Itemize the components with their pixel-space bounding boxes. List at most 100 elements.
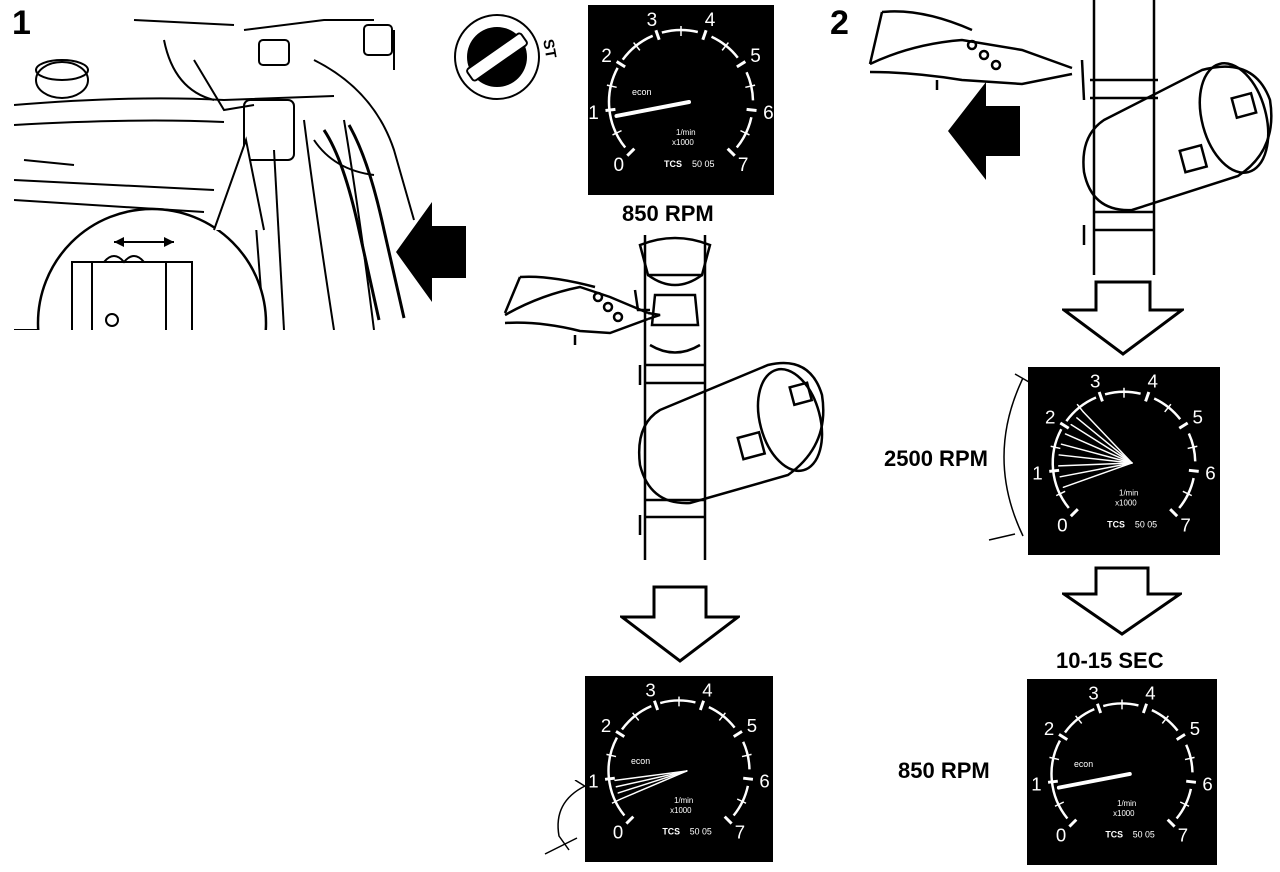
tachometer-tick <box>736 798 747 804</box>
tachometer-econ-label: econ <box>1074 759 1093 769</box>
tachometer-needle <box>614 100 691 118</box>
tachometer-scale-arc <box>607 67 627 149</box>
tachometer-needle <box>1058 454 1133 464</box>
tachometer-tick <box>721 42 729 51</box>
tachometer-scale-label: 1 <box>588 103 599 124</box>
tachometer-tick <box>698 700 705 711</box>
tachometer-scale-arc <box>1104 390 1141 396</box>
ignition-key-label: ST <box>539 37 560 60</box>
tachometer-tick <box>604 776 615 781</box>
tachometer-tick <box>701 29 708 41</box>
gauge-d-rpm-caption: 850 RPM <box>898 758 990 783</box>
tachometer-scale-arc <box>661 28 699 34</box>
tachometer-scale-label: 4 <box>1148 371 1158 392</box>
tachometer-tick <box>653 700 660 711</box>
tachometer-scale-arc <box>659 699 696 705</box>
tachometer-brand-label: TCS <box>662 827 680 837</box>
tachometer-scale-label: 4 <box>705 10 716 31</box>
tachometer-tick <box>1187 445 1198 450</box>
tachometer-scale-label: 6 <box>1202 773 1212 794</box>
tachometer-needle <box>1070 423 1133 464</box>
fluctuation-bracket-b <box>535 780 595 860</box>
tachometer-tick <box>1164 403 1172 413</box>
tachometer-econ-label: econ <box>631 756 650 766</box>
tachometer-tick <box>741 753 752 758</box>
tachometer-tick <box>625 815 635 825</box>
tachometer-unit-top: 1/min <box>676 128 696 137</box>
outline-down-arrow-right-2 <box>1062 566 1182 636</box>
tachometer-scale-label: 0 <box>613 822 623 843</box>
tachometer-unit-bottom: x1000 <box>1115 499 1137 508</box>
tachometer-unit-bottom: x1000 <box>672 138 694 147</box>
tachometer-tick <box>1096 703 1103 714</box>
tachometer-scale-label: 1 <box>1031 773 1041 794</box>
tachometer-scale-label: 3 <box>1088 682 1098 703</box>
tachometer-tick <box>615 60 626 69</box>
tachometer-tick <box>1186 779 1197 784</box>
tachometer-tick <box>723 815 733 825</box>
fluctuation-bracket-c <box>985 372 1030 542</box>
tachometer-tick <box>718 712 726 721</box>
tachometer-tick <box>654 29 661 41</box>
tachometer-needle <box>1059 462 1133 478</box>
tachometer-scale-arc <box>1102 702 1139 708</box>
tachometer-code-label: 50 05 <box>690 827 712 837</box>
engine-bay-illustration <box>14 0 434 330</box>
tachometer-scale-label: 1 <box>1032 463 1042 484</box>
tachometer-tick <box>736 60 747 69</box>
tachometer-scale-label: 6 <box>759 770 769 791</box>
tachometer-code-label: 50 05 <box>692 159 715 169</box>
tachometer-unit-bottom: x1000 <box>670 806 692 815</box>
tachometer-scale-label: 3 <box>1090 371 1100 392</box>
direction-arrow-left <box>396 202 466 302</box>
tachometer-tick <box>615 730 626 738</box>
pliers-and-valve-middle <box>500 235 840 560</box>
tachometer-tick <box>1069 508 1079 518</box>
tachometer-tick <box>746 107 757 112</box>
tachometer-tick <box>740 129 750 136</box>
tachometer-scale-label: 2 <box>601 715 611 736</box>
tachometer-scale-label: 6 <box>763 103 774 124</box>
tachometer-tick <box>1166 818 1176 828</box>
tachometer-tick <box>1055 490 1066 497</box>
tachometer-unit-top: 1/min <box>674 796 693 805</box>
tachometer-tick <box>611 798 622 804</box>
tachometer-code-label: 50 05 <box>1135 519 1157 529</box>
tachometer-tick <box>1059 421 1070 430</box>
tachometer-brand-label: TCS <box>1105 830 1123 840</box>
tachometer-needle <box>620 770 688 800</box>
tachometer-needle <box>614 770 688 782</box>
tachometer-tick <box>1049 468 1060 473</box>
tachometer-scale-label: 4 <box>702 679 712 700</box>
tachometer-scale-label: 4 <box>1145 682 1155 703</box>
direction-arrow-left-2 <box>948 82 1020 180</box>
tachometer-needle <box>1056 772 1132 790</box>
tachometer-tick <box>1049 756 1060 761</box>
tachometer-scale-label: 2 <box>1045 407 1055 428</box>
tachometer-tick <box>1182 490 1193 497</box>
tachometer-tick <box>1058 733 1069 741</box>
tachometer-scale-label: 6 <box>1205 463 1215 484</box>
tachometer-brand-label: TCS <box>664 159 682 169</box>
tachometer-scale-arc <box>1050 739 1069 820</box>
tachometer-scale-label: 5 <box>747 715 757 736</box>
outline-down-arrow-middle <box>620 585 740 663</box>
tachometer-tick <box>626 147 636 157</box>
tachometer-scale-arc <box>1051 428 1070 509</box>
tachometer-needle <box>1076 417 1133 464</box>
tachometer-code-label: 50 05 <box>1133 830 1155 840</box>
tachometer-tick <box>1076 403 1084 413</box>
outline-down-arrow-right-1 <box>1062 280 1184 356</box>
tachometer-scale-label: 3 <box>645 679 655 700</box>
tachometer-tick <box>1161 715 1169 724</box>
tachometer-econ-label: econ <box>632 87 652 97</box>
tachometer-tick <box>726 147 736 157</box>
timing-caption: 10-15 SEC <box>1056 648 1164 673</box>
tachometer-scale-label: 2 <box>1044 718 1054 739</box>
